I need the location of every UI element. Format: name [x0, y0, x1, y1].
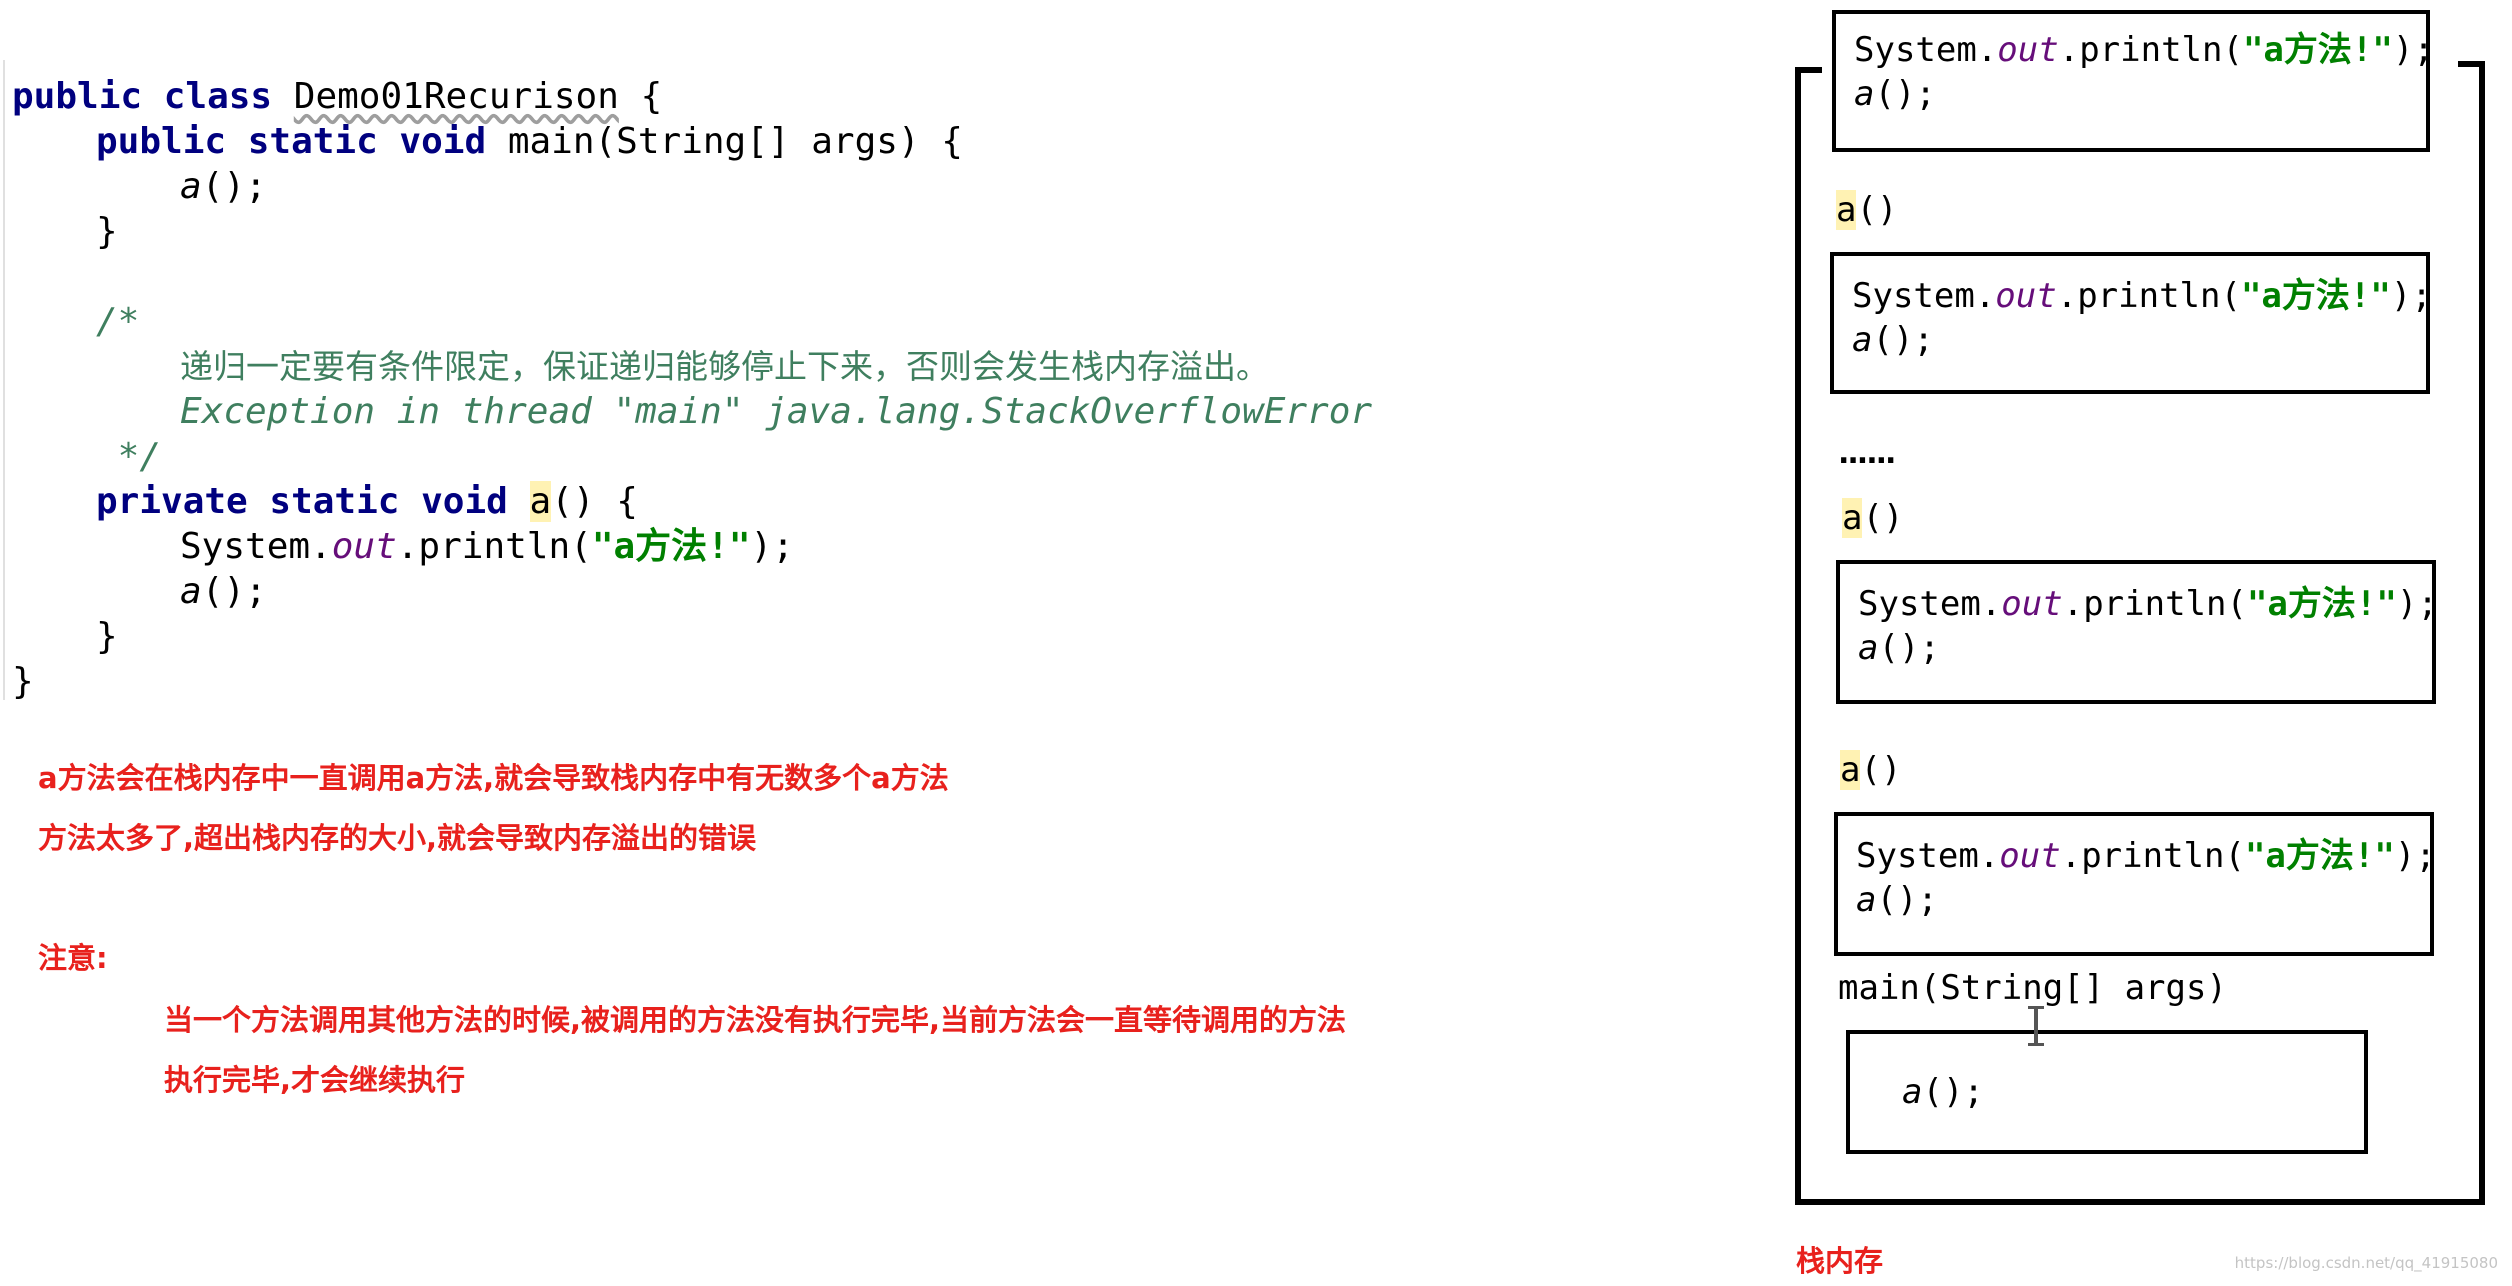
note-heading: 注意: [38, 941, 108, 975]
note-line-2: 方法太多了,超出栈内存的大小,就会导致内存溢出的错误 [38, 821, 757, 855]
code-text: .println( [2062, 584, 2247, 624]
code-text: (); [201, 166, 267, 207]
code-line-close-brace: } [96, 211, 118, 252]
call-label-a: a() [1836, 188, 1897, 232]
code-text: .println( [396, 526, 592, 567]
code-text: ); [750, 526, 794, 567]
method-call: a [180, 166, 202, 207]
note-line-1: a方法会在栈内存中一直调用a方法,就会导致栈内存中有无数多个a方法 [38, 761, 949, 795]
field-out: out [2001, 584, 2063, 624]
method-name: a [1836, 190, 1857, 230]
comment-chinese: 递归一定要有条件限定，保证递归能够停止下来，否则会发生栈内存溢出。 [180, 347, 1269, 386]
text-cursor-icon [2028, 1006, 2044, 1046]
code-text: { [618, 76, 663, 117]
code-text: () [1862, 498, 1904, 538]
stack-frame-a-1: System.out.println("a方法!"); a(); [1832, 10, 2434, 152]
comment-close: */ [96, 436, 162, 477]
frame-call-line: a(); [1858, 626, 1940, 670]
code-line-recursive-call: a(); [180, 569, 267, 614]
editor-gutter [3, 60, 5, 700]
code-text: System. [1858, 584, 2002, 624]
code-text [508, 481, 530, 522]
frame-println-line: System.out.println("a方法!"); [1858, 582, 2438, 626]
watermark: https://blog.csdn.net/qq_41915080 [2234, 1254, 2498, 1272]
method-call: a [1858, 628, 1879, 668]
code-text: System. [1852, 276, 1996, 316]
keyword: private static void [96, 481, 508, 522]
code-text: .println( [2058, 30, 2243, 70]
class-name: Demo01Recurison [293, 76, 619, 117]
method-call: a [1854, 74, 1875, 114]
frame-call-line: a(); [1856, 878, 1938, 922]
code-text: () [1860, 750, 1902, 790]
string-literal: "a方法!" [2242, 30, 2393, 70]
code-text: (); [1874, 74, 1936, 114]
method-name: a [529, 481, 552, 522]
code-line-main-decl: public static void main(String[] args) { [96, 119, 963, 164]
code-text: ); [2396, 584, 2438, 624]
code-text: () [1856, 190, 1898, 230]
keyword: public static void [96, 121, 487, 162]
method-call: a [1852, 320, 1873, 360]
frame-println-line: System.out.println("a方法!"); [1856, 834, 2436, 878]
code-line-a-decl: private static void a() { [96, 479, 638, 524]
main-frame-label: main(String[] args) [1838, 968, 2227, 1008]
field-out: out [1999, 836, 2061, 876]
frame-call-line: a(); [1902, 1070, 1984, 1114]
code-text: ); [2394, 836, 2436, 876]
field-out: out [331, 526, 397, 567]
comment-exception: Exception in thread "main" java.lang.Sta… [180, 391, 1373, 432]
field-out: out [1997, 30, 2059, 70]
string-literal: "a方法!" [2246, 584, 2397, 624]
call-label-a: a() [1840, 748, 1901, 792]
stack-memory-diagram: System.out.println("a方法!"); a(); a() Sys… [1780, 0, 2500, 1286]
code-text: .println( [2056, 276, 2241, 316]
frame-println-line: System.out.println("a方法!"); [1852, 274, 2432, 318]
code-text: main(String[] args) { [486, 121, 963, 162]
note-line-3: 当一个方法调用其他方法的时候,被调用的方法没有执行完毕,当前方法会一直等待调用的… [164, 1003, 1347, 1037]
code-line-close-brace: } [96, 616, 118, 657]
method-call: a [1902, 1072, 1923, 1112]
code-text: System. [1854, 30, 1998, 70]
code-line-println: System.out.println("a方法!"); [180, 524, 794, 569]
string-literal: "a方法!" [2244, 836, 2395, 876]
method-name: a [1842, 498, 1863, 538]
code-text: ); [2392, 30, 2434, 70]
field-out: out [1995, 276, 2057, 316]
method-call: a [180, 571, 202, 612]
code-text: System. [180, 526, 332, 567]
code-line-class-decl: public class Demo01Recurison { [12, 74, 662, 119]
method-call: a [1856, 880, 1877, 920]
code-editor: public class Demo01Recurison { public st… [0, 60, 1500, 720]
code-text: .println( [2060, 836, 2245, 876]
string-literal: "a方法!" [591, 526, 751, 567]
code-text: (); [1878, 628, 1940, 668]
string-literal: "a方法!" [2240, 276, 2391, 316]
code-text: (); [1876, 880, 1938, 920]
code-text: () { [551, 481, 638, 522]
call-label-a: a() [1842, 496, 1903, 540]
code-text: (); [201, 571, 267, 612]
comment-open: /* [96, 301, 140, 342]
stack-memory-title: 栈内存 [1796, 1244, 1884, 1278]
frame-call-line: a(); [1854, 72, 1936, 116]
frame-println-line: System.out.println("a方法!"); [1854, 28, 2434, 72]
note-line-4: 执行完毕,才会继续执行 [164, 1063, 466, 1097]
keyword: public class [12, 76, 273, 117]
frame-call-line: a(); [1852, 318, 1934, 362]
code-line-call-a: a(); [180, 164, 267, 209]
stack-frame-main: a(); [1846, 1030, 2368, 1154]
code-text: (); [1922, 1072, 1984, 1112]
stack-frame-a-2: System.out.println("a方法!"); a(); [1830, 252, 2432, 394]
ellipsis-dots: ...... [1838, 436, 1896, 471]
code-text: System. [1856, 836, 2000, 876]
code-text: (); [1872, 320, 1934, 360]
stack-frame-a-4: System.out.println("a方法!"); a(); [1834, 812, 2436, 956]
code-text: ); [2390, 276, 2432, 316]
code-line-class-close: } [12, 661, 34, 702]
stack-frame-a-3: System.out.println("a方法!"); a(); [1836, 560, 2438, 704]
method-name: a [1840, 750, 1861, 790]
stack-outline [1795, 61, 2485, 1205]
